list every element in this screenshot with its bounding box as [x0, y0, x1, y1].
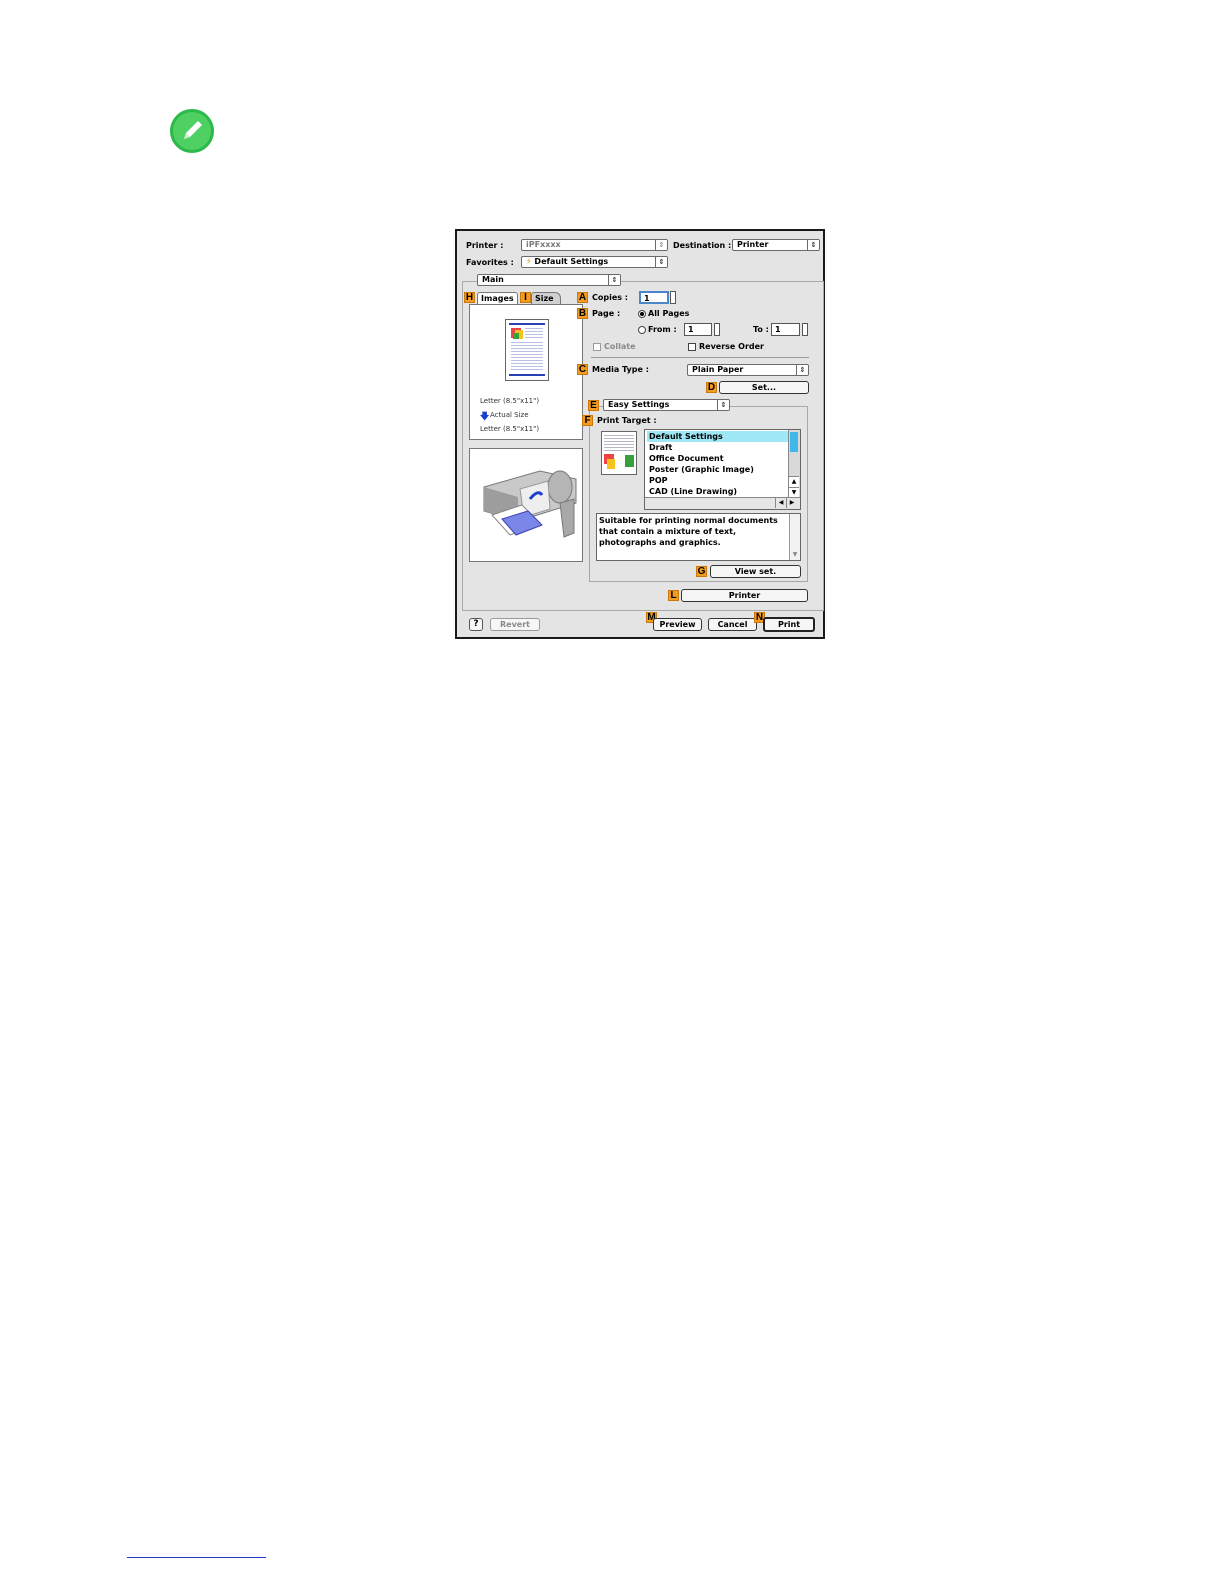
to-label: To : — [753, 325, 769, 334]
collate-checkbox[interactable] — [593, 343, 601, 351]
favorites-value: Default Settings — [534, 257, 609, 266]
layout-preview: Letter (8.5"x11") 🡇 Actual Size Letter (… — [469, 304, 583, 440]
reverse-order-checkbox[interactable] — [688, 343, 696, 351]
scroll-down-arrow-icon[interactable]: ▼ — [792, 551, 798, 558]
scroll-thumb[interactable] — [790, 432, 798, 452]
tag-i: I — [520, 292, 531, 303]
list-item[interactable]: Draft — [649, 443, 673, 452]
tag-g: G — [696, 566, 707, 577]
to-input[interactable]: 1 — [771, 323, 800, 336]
lightning-icon: ⚡ — [526, 257, 532, 266]
preview-line2: Actual Size — [490, 411, 529, 419]
preview-line1: Letter (8.5"x11") — [480, 397, 540, 405]
copies-label: Copies : — [592, 293, 629, 302]
scroll-down-arrow-icon[interactable]: ▼ — [789, 487, 799, 498]
updown-arrow-icon: ⇕ — [796, 365, 808, 375]
printer-image — [483, 470, 577, 538]
media-type-popup[interactable]: Plain Paper ⇕ — [687, 364, 809, 376]
print-target-label: Print Target : — [597, 416, 657, 425]
mode-popup[interactable]: Easy Settings ⇕ — [603, 399, 730, 411]
from-input[interactable]: 1 — [684, 323, 712, 336]
printer-value: iPFxxxx — [526, 240, 561, 249]
tab-images[interactable]: Images — [477, 292, 518, 305]
printer-illustration — [469, 448, 583, 562]
from-label: From : — [648, 325, 677, 334]
tag-a: A — [577, 292, 588, 303]
divider — [591, 357, 809, 358]
pencil-note-icon — [170, 109, 214, 153]
cancel-button[interactable]: Cancel — [708, 618, 757, 631]
list-item[interactable]: POP — [649, 476, 668, 485]
destination-value: Printer — [737, 240, 769, 249]
set-button[interactable]: Set... — [719, 381, 809, 394]
description-scrollbar[interactable]: ▼ — [789, 514, 800, 560]
tab-size[interactable]: Size — [531, 292, 561, 305]
view-set-button[interactable]: View set. — [710, 565, 801, 578]
list-item[interactable]: Office Document — [649, 454, 724, 463]
updown-arrow-icon: ⇕ — [807, 240, 819, 250]
print-target-list[interactable]: Default Settings Draft Office Document P… — [644, 429, 801, 510]
copies-stepper[interactable] — [670, 291, 676, 304]
tag-l: L — [668, 590, 679, 601]
printer-label: Printer : — [466, 241, 504, 250]
page-thumbnail — [505, 319, 549, 381]
collate-label: Collate — [604, 342, 636, 351]
updown-arrow-icon: ⇕ — [655, 240, 667, 250]
updown-arrow-icon: ⇕ — [608, 275, 620, 285]
main-panel-frame — [462, 281, 824, 611]
description-box: Suitable for printing normal documents t… — [596, 513, 801, 561]
destination-label: Destination : — [673, 241, 732, 250]
revert-button[interactable]: Revert — [490, 618, 540, 631]
printer-popup[interactable]: iPFxxxx ⇕ — [521, 239, 668, 251]
scroll-up-arrow-icon[interactable]: ▲ — [789, 476, 799, 487]
preview-button[interactable]: Preview — [653, 618, 702, 631]
horizontal-scrollbar[interactable]: ◀ ▶ — [645, 497, 800, 509]
from-radio[interactable] — [638, 326, 646, 334]
list-item[interactable]: Poster (Graphic Image) — [649, 465, 754, 474]
to-stepper[interactable] — [802, 323, 808, 336]
scroll-left-arrow-icon[interactable]: ◀ — [775, 498, 786, 508]
footer-link-underline — [127, 1557, 266, 1558]
print-dialog: Printer : iPFxxxx ⇕ Destination : Printe… — [455, 229, 825, 639]
tag-f: F — [582, 415, 593, 426]
all-pages-label: All Pages — [648, 309, 690, 318]
tag-m: M — [646, 612, 657, 623]
panel-popup[interactable]: Main ⇕ — [477, 274, 621, 286]
media-type-label: Media Type : — [592, 365, 649, 374]
printer-button[interactable]: Printer — [681, 589, 808, 602]
all-pages-radio[interactable] — [638, 310, 646, 318]
destination-popup[interactable]: Printer ⇕ — [732, 239, 820, 251]
tag-d: D — [706, 382, 717, 393]
scroll-right-arrow-icon[interactable]: ▶ — [786, 498, 797, 508]
tag-h: H — [464, 292, 475, 303]
tag-c: C — [577, 364, 588, 375]
copies-input[interactable]: 1 — [639, 291, 669, 304]
description-text: Suitable for printing normal documents t… — [599, 516, 778, 547]
list-item[interactable]: CAD (Line Drawing) — [649, 487, 738, 496]
updown-arrow-icon: ⇕ — [717, 400, 729, 410]
media-type-value: Plain Paper — [692, 365, 744, 374]
tag-e: E — [588, 400, 599, 411]
favorites-popup[interactable]: ⚡ Default Settings ⇕ — [521, 256, 668, 268]
mode-value: Easy Settings — [608, 400, 670, 409]
print-button[interactable]: Print — [763, 617, 815, 632]
print-target-thumbnail — [601, 431, 637, 475]
reverse-order-label: Reverse Order — [699, 342, 764, 351]
updown-arrow-icon: ⇕ — [655, 257, 667, 267]
help-icon[interactable]: ? — [469, 618, 483, 631]
page-label: Page : — [592, 309, 621, 318]
vertical-scrollbar[interactable]: ▲ ▼ — [788, 430, 800, 498]
favorites-label: Favorites : — [466, 258, 514, 267]
panel-value: Main — [482, 275, 504, 284]
tag-b: B — [577, 308, 588, 319]
from-stepper[interactable] — [714, 323, 720, 336]
list-item[interactable]: Default Settings — [647, 431, 788, 442]
arrow-down-icon: 🡇 — [480, 412, 490, 422]
preview-line3: Letter (8.5"x11") — [480, 425, 540, 433]
